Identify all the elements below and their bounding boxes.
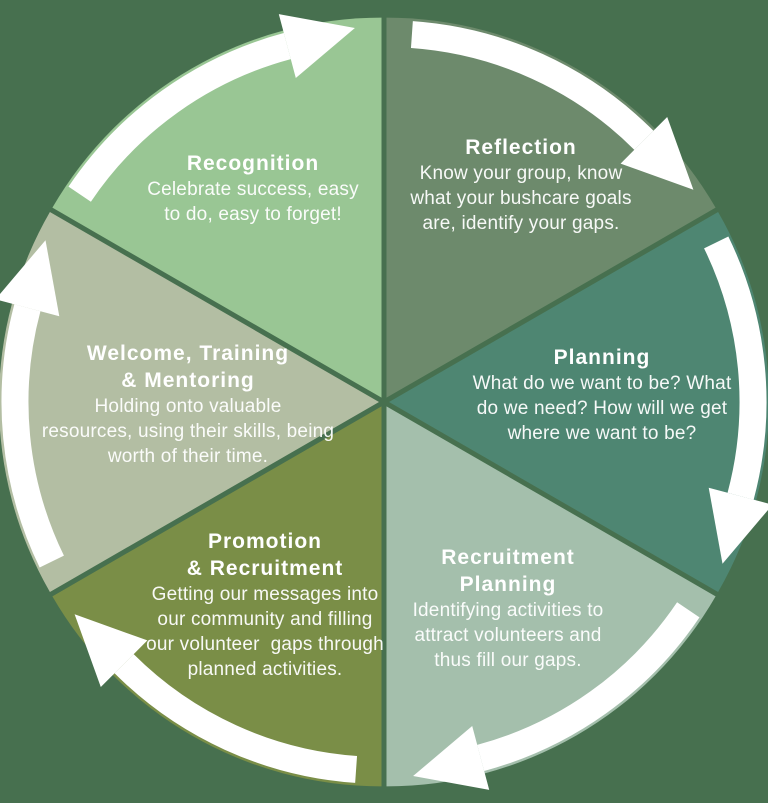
segment-body-line: Getting our messages into	[151, 584, 379, 605]
segment-body-line: to do, easy to forget!	[164, 204, 342, 225]
segment-welcome	[0, 212, 379, 592]
arrow-band-welcome-to-recognition	[1, 304, 64, 568]
segment-body-line: Holding onto valuable	[94, 396, 282, 417]
segment-title: Promotion	[208, 530, 322, 553]
segment-welcome-label: Welcome, Training & Mentoring Holding on…	[42, 340, 334, 469]
segment-planning-wedge	[389, 212, 768, 592]
arrow-head-promotion-to-welcome	[74, 614, 148, 688]
segment-body-line: do we need? How will we get	[476, 398, 728, 419]
segment-title: Reflection	[465, 136, 577, 159]
arrow-band-recruitment-planning-to-promotion	[477, 602, 700, 771]
segment-title: Planning	[553, 346, 651, 369]
arrow-head-recognition-to-reflection	[278, 14, 355, 78]
segment-title: Recognition	[186, 152, 320, 175]
arrow-head-welcome-to-recognition	[0, 240, 60, 317]
arrow-head-recruitment-planning-to-promotion	[413, 726, 490, 790]
segment-body-line: where we want to be?	[507, 423, 697, 444]
arrow-band-reflection-to-planning	[410, 21, 654, 150]
segment-body-line: our volunteer gaps through	[146, 634, 384, 655]
segment-body-line: worth of their time.	[107, 446, 269, 467]
segment-body-line: are, identify your gaps.	[422, 213, 620, 234]
segment-recruitment-planning-label: Recruitment Planning Identifying activit…	[413, 544, 604, 673]
segment-title: Recruitment	[441, 546, 575, 569]
segment-title: Welcome, Training	[86, 342, 290, 365]
segment-reflection	[386, 17, 716, 398]
arrow-band-recognition-to-reflection	[68, 33, 291, 202]
segment-body-line: Identifying activities to	[412, 600, 604, 621]
segment-recognition	[52, 14, 382, 398]
segment-planning	[389, 212, 768, 592]
arrow-band-promotion-to-welcome	[114, 654, 358, 783]
segment-body-line: planned activities.	[187, 659, 343, 680]
segment-planning-label: Planning What do we want to be? What do …	[473, 344, 732, 446]
segment-body-line: attract volunteers and	[414, 625, 602, 646]
segment-body-line: Celebrate success, easy	[147, 179, 359, 200]
segment-body-line: resources, using their skills, being	[41, 421, 335, 442]
segment-welcome-wedge	[0, 212, 379, 592]
segment-promotion	[52, 406, 382, 787]
arrow-band-planning-to-recruitment-planning	[704, 236, 767, 500]
segment-reflection-label: Reflection Know your group, know what yo…	[410, 134, 631, 236]
segment-body-line: Know your group, know	[419, 163, 623, 184]
arrow-head-reflection-to-planning	[620, 116, 694, 190]
arrow-head-planning-to-recruitment-planning	[708, 487, 768, 564]
segment-body-line: our community and filling	[157, 609, 373, 630]
segment-recognition-label: Recognition Celebrate success, easy to d…	[147, 150, 359, 227]
segment-title: & Recruitment	[186, 557, 344, 580]
segment-promotion-label: Promotion & Recruitment Getting our mess…	[146, 528, 384, 682]
segment-body-line: thus fill our gaps.	[434, 650, 582, 671]
segment-title: Planning	[459, 573, 557, 596]
segment-recruitment-planning	[386, 406, 716, 790]
segment-title: & Mentoring	[121, 369, 255, 392]
segment-body-line: what your bushcare goals	[410, 188, 632, 209]
segment-body-line: What do we want to be? What	[472, 373, 732, 394]
